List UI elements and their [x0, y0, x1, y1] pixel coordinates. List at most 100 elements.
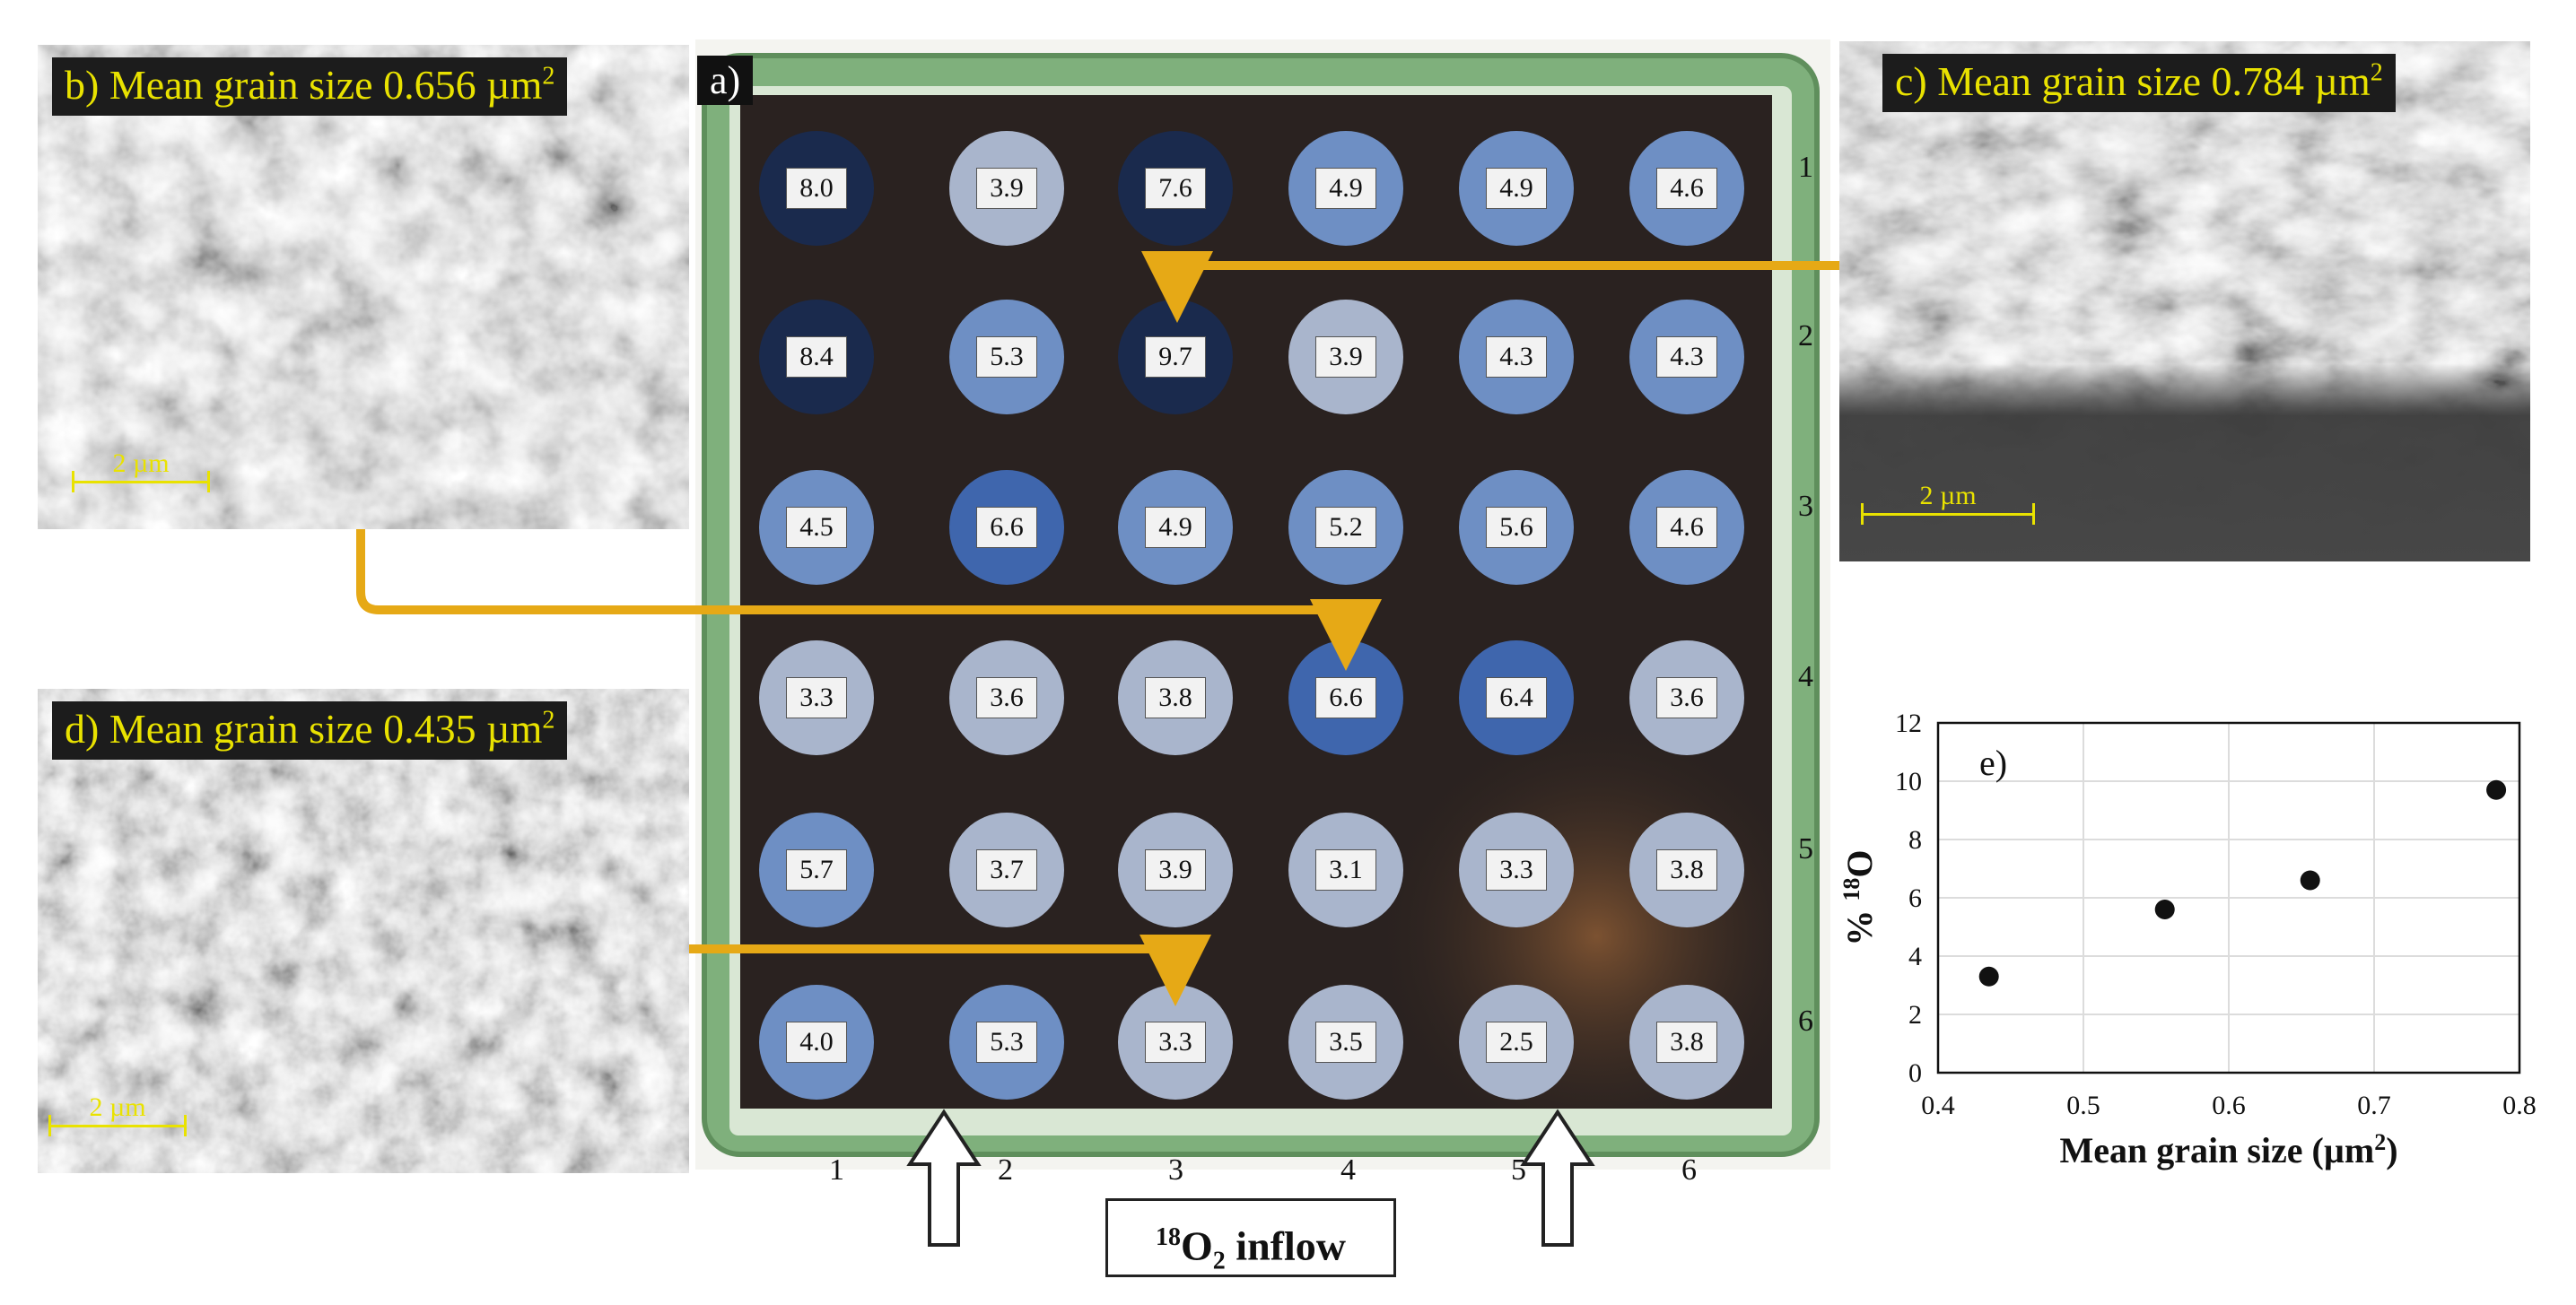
row-label: 3	[1798, 490, 1813, 523]
well-r2-c6: 4.3	[1629, 300, 1744, 414]
chart-x-tick-label: 0.7	[2357, 1091, 2391, 1120]
well-value: 3.8	[1145, 677, 1206, 718]
well-r3-c2: 6.6	[949, 470, 1064, 585]
column-label: 5	[1511, 1153, 1526, 1187]
chart-x-tick-label: 0.6	[2212, 1091, 2246, 1120]
chart-y-tick-label: 4	[1908, 942, 1922, 971]
well-value: 4.3	[1486, 336, 1547, 378]
well-r5-c3: 3.9	[1118, 813, 1233, 927]
well-value: 6.4	[1486, 677, 1547, 718]
chart-title: e)	[1979, 743, 2007, 783]
well-value: 6.6	[976, 507, 1037, 548]
well-r5-c1: 5.7	[759, 813, 874, 927]
well-r3-c5: 5.6	[1459, 470, 1574, 585]
chart-point	[2486, 779, 2507, 800]
well-r6-c6: 3.8	[1629, 985, 1744, 1100]
sem-label-b: b) Mean grain size 0.656 µm2	[52, 57, 568, 116]
well-r2-c2: 5.3	[949, 300, 1064, 414]
well-r5-c2: 3.7	[949, 813, 1064, 927]
sem-label-c: c) Mean grain size 0.784 µm2	[1882, 54, 2396, 112]
column-label: 4	[1340, 1153, 1356, 1187]
chart-frame	[1936, 721, 2521, 1074]
well-r5-c6: 3.8	[1629, 813, 1744, 927]
sem-texture-b	[38, 45, 689, 529]
well-value: 3.9	[976, 168, 1037, 209]
chart-x-tick-label: 0.4	[1921, 1091, 1955, 1120]
well-value: 3.7	[976, 849, 1037, 891]
well-value: 3.8	[1656, 1022, 1717, 1063]
well-r1-c2: 3.9	[949, 131, 1064, 246]
column-label: 6	[1681, 1153, 1697, 1187]
well-value: 4.6	[1656, 507, 1717, 548]
well-value: 5.6	[1486, 507, 1547, 548]
well-r4-c5: 6.4	[1459, 640, 1574, 755]
row-label: 6	[1798, 1005, 1813, 1038]
well-r2-c4: 3.9	[1288, 300, 1403, 414]
well-r5-c4: 3.1	[1288, 813, 1403, 927]
sem-label-d: d) Mean grain size 0.435 µm2	[52, 701, 568, 760]
chart-y-tick-label: 2	[1908, 1000, 1922, 1030]
well-r6-c5: 2.5	[1459, 985, 1574, 1100]
inflow-label: 18O2 inflow	[1105, 1198, 1396, 1277]
well-r6-c4: 3.5	[1288, 985, 1403, 1100]
well-r1-c6: 4.6	[1629, 131, 1744, 246]
chart-x-tick-label: 0.5	[2066, 1091, 2100, 1120]
well-value: 3.6	[976, 677, 1037, 718]
chart-point	[2300, 870, 2320, 891]
well-value: 3.6	[1656, 677, 1717, 718]
well-value: 7.6	[1145, 168, 1206, 209]
well-value: 6.6	[1315, 677, 1376, 718]
well-value: 4.5	[786, 507, 847, 548]
well-value: 5.7	[786, 849, 847, 891]
column-label: 1	[829, 1153, 844, 1187]
well-r1-c1: 8.0	[759, 131, 874, 246]
well-r5-c5: 3.3	[1459, 813, 1574, 927]
well-r4-c4: 6.6	[1288, 640, 1403, 755]
well-r3-c3: 4.9	[1118, 470, 1233, 585]
well-value: 4.6	[1656, 168, 1717, 209]
well-r1-c4: 4.9	[1288, 131, 1403, 246]
chart-point	[2154, 900, 2175, 919]
well-value: 8.4	[786, 336, 847, 378]
well-value: 5.3	[976, 1022, 1037, 1063]
well-value: 3.1	[1315, 849, 1376, 891]
well-r2-c1: 8.4	[759, 300, 874, 414]
scale-bar-c: 2 µm	[1861, 481, 2035, 525]
column-label: 3	[1168, 1153, 1183, 1187]
chart-y-tick-label: 10	[1895, 767, 1922, 796]
well-value: 4.0	[786, 1022, 847, 1063]
chart-y-axis-label: % 18O	[1838, 849, 1881, 945]
well-value: 9.7	[1145, 336, 1206, 378]
chart-y-tick-label: 0	[1908, 1058, 1922, 1088]
sem-texture-d	[38, 689, 689, 1173]
well-r4-c2: 3.6	[949, 640, 1064, 755]
sem-image-d: d) Mean grain size 0.435 µm2 2 µm	[38, 689, 689, 1173]
chart-point	[1978, 966, 1999, 987]
chart-y-tick-label: 6	[1908, 883, 1922, 913]
scale-bar-b: 2 µm	[72, 448, 210, 492]
column-label: 2	[998, 1153, 1013, 1187]
well-value: 2.5	[1486, 1022, 1547, 1063]
chart-plot-area	[1938, 723, 2519, 1073]
well-r6-c1: 4.0	[759, 985, 874, 1100]
well-value: 4.9	[1315, 168, 1376, 209]
well-value: 3.3	[1145, 1022, 1206, 1063]
well-r1-c3: 7.6	[1118, 131, 1233, 246]
well-r4-c1: 3.3	[759, 640, 874, 755]
well-value: 3.5	[1315, 1022, 1376, 1063]
well-value: 4.9	[1145, 507, 1206, 548]
chart-y-tick-label: 8	[1908, 825, 1922, 855]
row-label: 5	[1798, 832, 1813, 866]
sem-texture-c	[1839, 41, 2530, 561]
sem-image-b: b) Mean grain size 0.656 µm2 2 µm	[38, 45, 689, 529]
well-value: 5.3	[976, 336, 1037, 378]
scale-bar-d: 2 µm	[48, 1092, 187, 1136]
well-r3-c1: 4.5	[759, 470, 874, 585]
well-r4-c6: 3.6	[1629, 640, 1744, 755]
chart-x-axis-label: Mean grain size (µm2)	[2059, 1129, 2397, 1171]
row-label: 1	[1798, 151, 1813, 184]
well-r2-c5: 4.3	[1459, 300, 1574, 414]
row-label: 4	[1798, 660, 1813, 693]
well-value: 3.9	[1315, 336, 1376, 378]
well-r6-c3: 3.3	[1118, 985, 1233, 1100]
